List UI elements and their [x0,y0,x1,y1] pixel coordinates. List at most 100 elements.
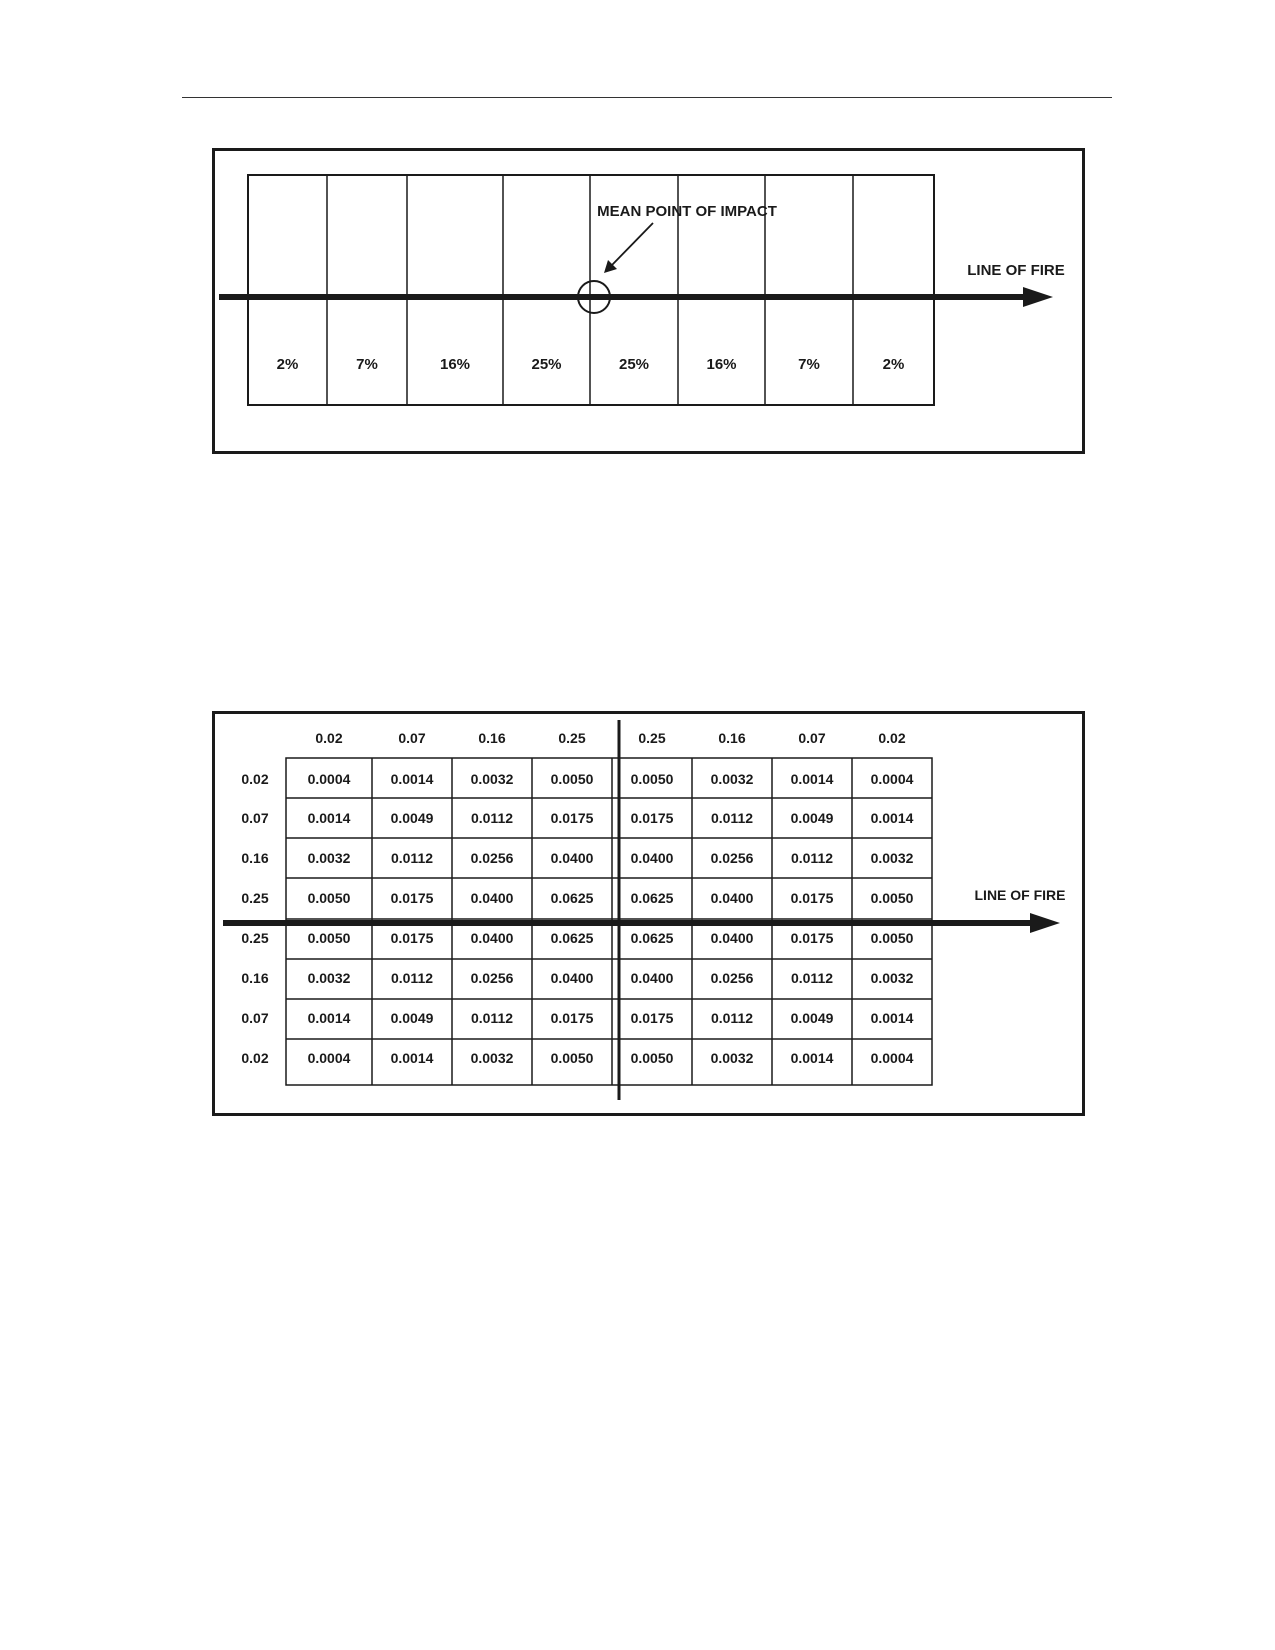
matrix-cell: 0.0112 [471,810,513,826]
matrix-cell: 0.0049 [791,810,834,826]
zone-percentage: 7% [798,356,820,373]
matrix-cell: 0.0004 [871,771,914,787]
matrix-cell: 0.0175 [631,810,674,826]
column-header: 0.16 [478,730,505,746]
matrix-cell: 0.0625 [631,890,674,906]
matrix-cell: 0.0014 [871,810,914,826]
row-header: 0.16 [241,850,268,866]
matrix-cell: 0.0175 [391,890,434,906]
matrix-cell: 0.0112 [791,850,833,866]
header-rule [182,97,1112,98]
matrix-cell: 0.0112 [791,970,833,986]
matrix-cell: 0.0175 [551,810,594,826]
zone-percentage: 25% [531,356,561,373]
mean-point-pointer-line [611,222,654,266]
matrix-cell: 0.0004 [308,771,351,787]
column-header: 0.16 [718,730,745,746]
zone-frame [247,174,935,406]
mean-point-of-impact-marker [577,280,611,314]
matrix-cell: 0.0400 [471,890,514,906]
matrix-cell: 0.0400 [711,890,754,906]
row-header: 0.07 [241,810,268,826]
line-of-fire-label: LINE OF FIRE [967,262,1065,279]
matrix-cell: 0.0050 [871,890,914,906]
matrix-cell: 0.0050 [631,1050,674,1066]
matrix-cell: 0.0175 [551,1010,594,1026]
zone-percentage: 16% [440,356,470,373]
matrix-cell: 0.0032 [471,771,514,787]
zone-percentage: 16% [706,356,736,373]
matrix-cell: 0.0004 [308,1050,351,1066]
matrix-cell: 0.0256 [711,850,754,866]
matrix-cell: 0.0625 [551,930,594,946]
matrix-cell: 0.0400 [551,970,594,986]
column-header: 0.02 [878,730,905,746]
mean-point-pointer-arrowhead [604,260,617,273]
matrix-cell: 0.0175 [631,1010,674,1026]
zone-percentage: 25% [619,356,649,373]
zone-percentage: 2% [883,356,905,373]
matrix-cell: 0.0049 [391,810,434,826]
line-of-fire-label: LINE OF FIRE [975,887,1066,903]
matrix-cell: 0.0400 [711,930,754,946]
matrix-cell: 0.0400 [631,970,674,986]
matrix-cell: 0.0050 [871,930,914,946]
row-header: 0.25 [241,930,268,946]
matrix-cell: 0.0625 [631,930,674,946]
matrix-cell: 0.0625 [551,890,594,906]
matrix-cell: 0.0014 [391,1050,434,1066]
matrix-cell: 0.0050 [308,930,351,946]
matrix-cell: 0.0032 [871,970,914,986]
matrix-cell: 0.0014 [308,810,351,826]
zone-labels: 2%7%16%25%25%16%7%2% [277,356,905,373]
row-header: 0.16 [241,970,268,986]
column-header: 0.07 [798,730,825,746]
mean-point-of-impact-label: MEAN POINT OF IMPACT [597,203,777,220]
row-header: 0.25 [241,890,268,906]
matrix-cell: 0.0032 [308,850,351,866]
matrix-cell: 0.0032 [871,850,914,866]
matrix-cell: 0.0175 [791,890,834,906]
zone-grid [247,174,935,406]
matrix-cells: 0.0004 0.0014 0.0032 0.0050 0.0050 0.0032 0.00… [308,771,914,1066]
matrix-cell: 0.0050 [551,771,594,787]
matrix-cell: 0.0014 [791,1050,834,1066]
matrix-cell: 0.0256 [471,850,514,866]
matrix-cell: 0.0014 [308,1010,351,1026]
matrix-cell: 0.0050 [308,890,351,906]
column-header: 0.02 [315,730,342,746]
matrix-cell: 0.0032 [471,1050,514,1066]
zone-percentage: 7% [356,356,378,373]
line-of-fire-arrowhead [1023,287,1053,307]
dispersion-zones-figure: 2%7%16%25%25%16%7%2% MEAN POINT OF IMPAC… [212,148,1085,454]
matrix-cell: 0.0050 [551,1050,594,1066]
row-header: 0.07 [241,1010,268,1026]
column-header: 0.25 [558,730,585,746]
dispersion-zones-diagram: 2%7%16%25%25%16%7%2% MEAN POINT OF IMPAC… [219,174,1065,406]
matrix-cell: 0.0400 [471,930,514,946]
matrix-cell: 0.0014 [391,771,434,787]
matrix-cell: 0.0256 [711,970,754,986]
matrix-cell: 0.0112 [711,1010,753,1026]
matrix-cell: 0.0112 [391,850,433,866]
line-of-fire-arrowhead [1030,913,1060,933]
matrix-cell: 0.0014 [871,1010,914,1026]
row-header: 0.02 [241,1050,268,1066]
matrix-cell: 0.0050 [631,771,674,787]
matrix-cell: 0.0256 [471,970,514,986]
row-headers: 0.02 0.07 0.16 0.25 0.25 0.16 0.07 0.02 [241,771,268,1066]
matrix-cell: 0.0049 [391,1010,434,1026]
matrix-cell: 0.0175 [791,930,834,946]
matrix-cell: 0.0112 [391,970,433,986]
matrix-cell: 0.0049 [791,1010,834,1026]
matrix-cell: 0.0014 [791,771,834,787]
matrix-cell: 0.0032 [711,771,754,787]
matrix-cell: 0.0112 [711,810,753,826]
matrix-cell: 0.0032 [308,970,351,986]
column-header: 0.25 [638,730,665,746]
matrix-cell: 0.0112 [471,1010,513,1026]
row-header: 0.02 [241,771,268,787]
